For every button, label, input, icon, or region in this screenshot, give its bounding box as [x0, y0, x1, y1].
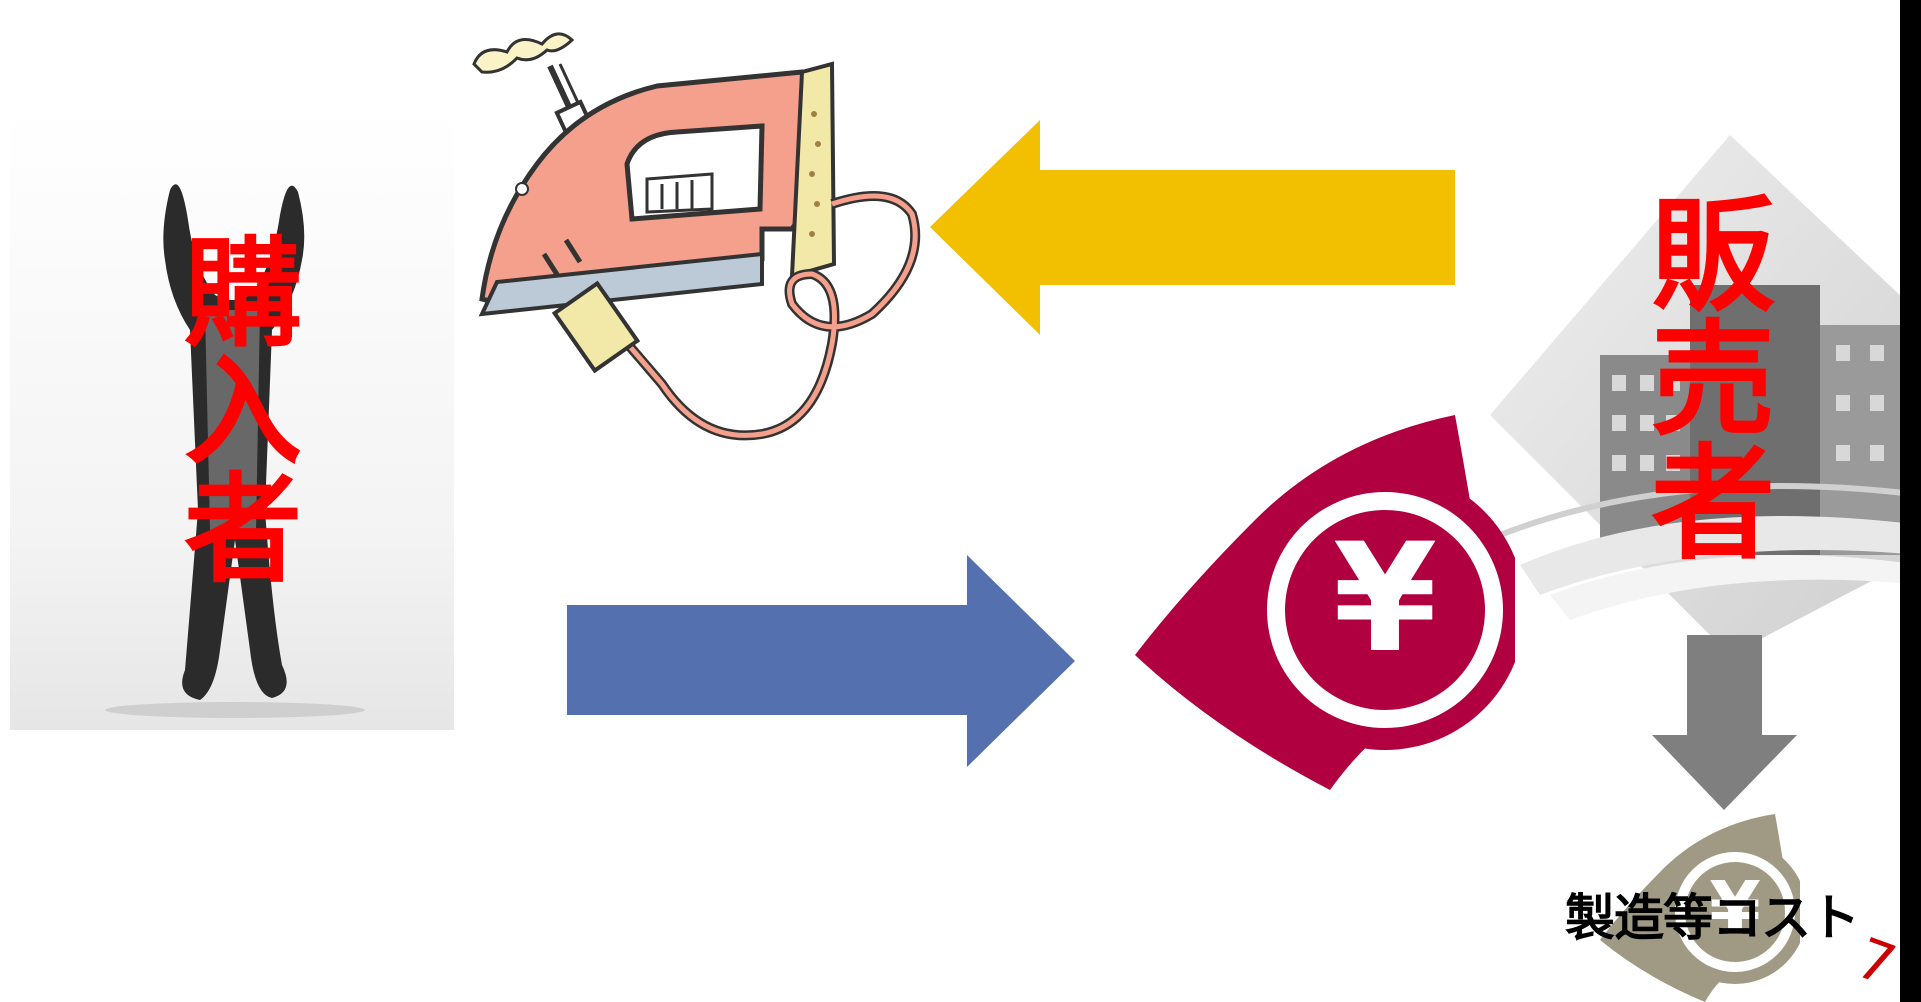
seller-char-2: 売: [1648, 319, 1778, 443]
buyer-char-1: 購: [178, 235, 308, 353]
seller-char-1: 販: [1648, 195, 1778, 319]
iron-product-icon: [462, 14, 942, 474]
buyer-char-2: 入: [178, 353, 308, 471]
goods-arrow: [930, 120, 1455, 335]
seller-label: 販 売 者: [1648, 195, 1778, 567]
seller-char-3: 者: [1648, 443, 1778, 567]
right-edge-strip: [1900, 0, 1921, 1002]
buyer-char-3: 者: [178, 471, 308, 589]
payment-arrow: [567, 555, 1075, 767]
yen-money-icon: ¥: [1135, 410, 1515, 790]
cost-label: 製造等コスト: [1565, 878, 1859, 950]
cost-arrow: [1652, 635, 1797, 810]
yen-symbol: ¥: [1333, 512, 1437, 686]
buyer-label: 購 入 者: [178, 235, 308, 589]
